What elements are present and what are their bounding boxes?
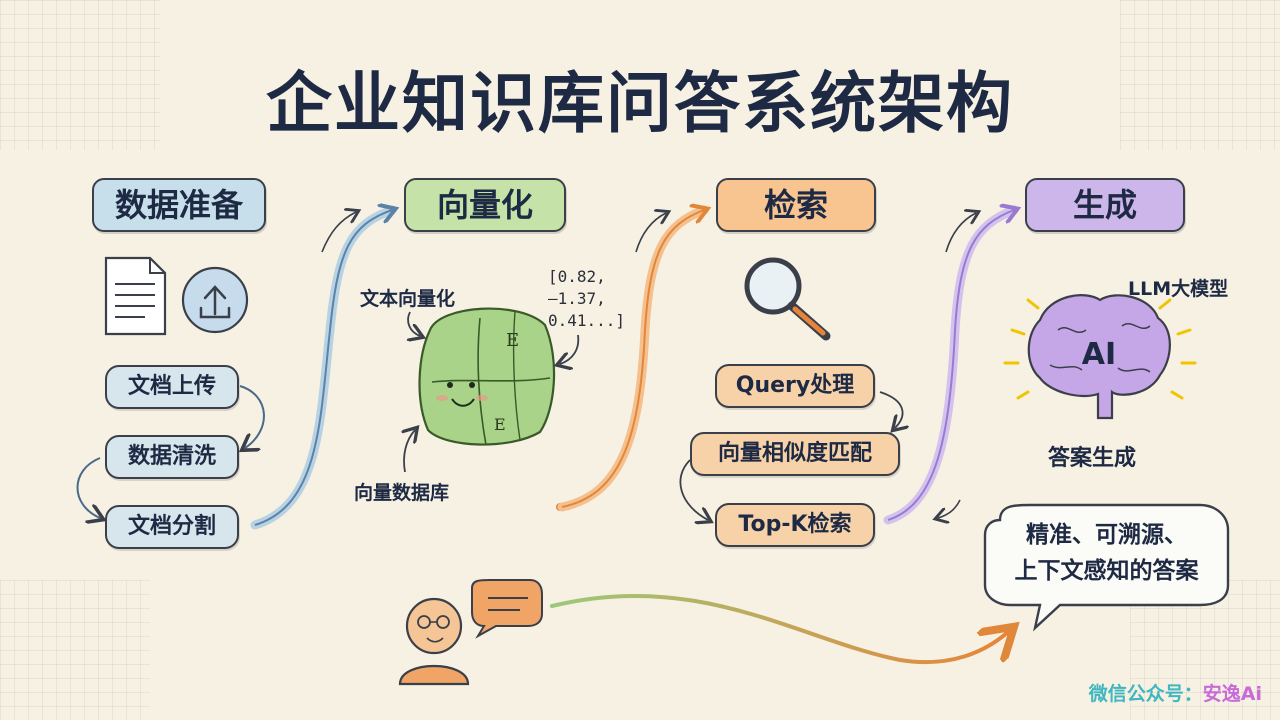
brain-glow bbox=[1003, 298, 1197, 400]
brain-icon: AI bbox=[1027, 294, 1171, 420]
step-upload: 文档上传 bbox=[105, 365, 239, 409]
cube-letter: E bbox=[506, 330, 519, 351]
step-split: 文档分割 bbox=[105, 505, 239, 549]
page-title: 企业知识库问答系统架构 bbox=[266, 65, 1014, 142]
label-llm: LLM大模型 bbox=[1128, 278, 1229, 300]
step-topk: Top-K检索 bbox=[715, 503, 875, 547]
answer-text: 精准、可溯源、 上下文感知的答案 bbox=[985, 517, 1228, 589]
label-vector-db: 向量数据库 bbox=[354, 482, 450, 504]
upload-icon bbox=[181, 266, 249, 334]
stage-vectorize: 向量化 bbox=[404, 178, 566, 232]
answer-line-2: 上下文感知的答案 bbox=[1014, 558, 1199, 584]
label-answer-gen: 答案生成 bbox=[1048, 446, 1137, 471]
step-clean: 数据清洗 bbox=[105, 435, 239, 479]
document-icon bbox=[104, 256, 167, 336]
stage-generate: 生成 bbox=[1025, 178, 1185, 232]
answer-line-1: 精准、可溯源、 bbox=[1026, 522, 1187, 548]
stage-retrieve: 检索 bbox=[716, 178, 876, 232]
embedding-vector: [0.82, –1.37, 0.41...] bbox=[548, 267, 626, 330]
vector-db-icon: E E bbox=[418, 307, 556, 446]
magnifier-icon bbox=[744, 257, 831, 341]
watermark-prefix: 微信公众号： bbox=[1088, 683, 1203, 705]
cube-letter: E bbox=[494, 415, 506, 434]
step-similarity: 向量相似度匹配 bbox=[690, 432, 900, 476]
step-query: Query处理 bbox=[715, 364, 875, 408]
brain-label: AI bbox=[1082, 337, 1116, 372]
watermark-name: 安逸Ai bbox=[1202, 683, 1262, 705]
stage-data-prep: 数据准备 bbox=[92, 178, 266, 232]
user-icon bbox=[398, 597, 470, 686]
answer-bubble bbox=[983, 503, 1230, 632]
chat-bubble-icon bbox=[471, 579, 543, 639]
label-text-vectorize: 文本向量化 bbox=[360, 288, 456, 310]
watermark: 微信公众号：安逸Ai bbox=[1089, 679, 1262, 706]
